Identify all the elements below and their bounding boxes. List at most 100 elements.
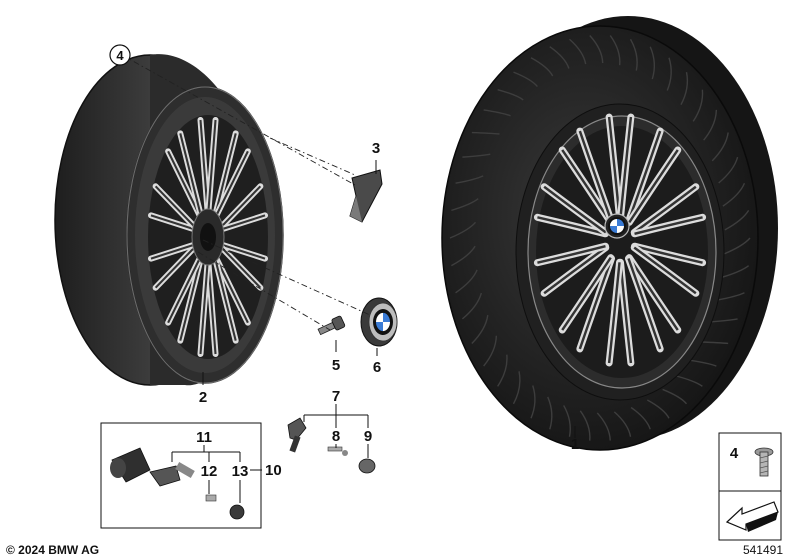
spoke-edge [219,185,262,229]
spoke-edge [207,119,217,212]
tread-groove [630,406,651,430]
tread-groove [646,399,670,419]
label-part-8: 8 [332,428,340,445]
spoke-edge [543,246,607,295]
tread-groove [483,335,498,367]
spoke-edge [537,245,606,264]
spoke-edge [634,216,703,235]
spoke-edge [607,262,621,364]
label-part-12: 12 [201,463,218,480]
balance-weight-part [349,169,383,223]
position-arrow-icon [725,501,779,532]
tread-groove [649,46,656,80]
tread-groove [530,385,536,419]
spoke-edge [219,243,266,260]
tread-groove [589,35,604,64]
bracket-lines [171,160,576,503]
spoke-edge [154,185,197,229]
tread-groove [709,318,738,323]
tread-groove [569,38,587,65]
label-part-5: 5 [332,357,340,374]
tread-groove [512,371,521,405]
tread-groove [700,341,729,345]
legend-box: 4 [718,432,782,541]
copyright-text: © 2024 BMW AG [6,543,99,557]
tread-groove [483,109,511,117]
tread-groove [718,156,739,184]
tread-groove [711,132,729,162]
label-part-9: 9 [364,428,372,445]
tread-groove [471,315,489,344]
spoke-edge [219,245,262,289]
label-part-4: 4 [116,48,124,63]
tread-groove [549,46,570,69]
spoke-edge [627,258,662,350]
tread-groove [455,175,484,184]
spoke-edge [219,214,266,231]
tread-groove [513,71,538,88]
assembly-lines [121,54,371,331]
rim-part [54,54,284,386]
tread-groove [703,109,718,141]
tread-groove [721,265,750,278]
spoke-edge [199,262,209,355]
tread-groove [613,411,632,437]
valve-parts [287,417,376,474]
tread-groove [497,354,508,387]
spoke-edge [167,257,202,324]
wheel-bolt-part [317,315,346,336]
spoke-edge [537,216,606,235]
tread-groove [666,57,672,91]
tread-groove [471,131,500,135]
tread-groove [449,221,477,239]
tread-groove [716,292,745,301]
hub-cap-part [360,297,398,347]
complete-wheel [441,16,778,451]
spoke-edge [179,133,202,216]
tread-groove [724,209,750,231]
legend-part-label: 4 [730,445,739,462]
spoke-edge [628,149,679,224]
tread-groove [692,89,704,122]
tread-groove [455,269,478,294]
label-part-2: 2 [199,389,207,406]
part-4-callout [109,44,131,66]
tread-groove [451,245,476,267]
label-part-11: 11 [196,429,212,446]
tread-groove [609,35,621,66]
tread-groove [662,388,688,405]
spoke-edge [561,256,612,331]
label-part-7: 7 [332,388,340,405]
tread-groove [497,88,524,101]
tread-groove [563,405,571,437]
spoke-edge [150,214,197,231]
tread-groove [596,412,611,441]
bmw-logo-icon [608,217,626,235]
tread-groove [676,375,703,387]
tread-groove [461,292,483,320]
bmw-logo-icon [373,309,393,335]
spoke-edge [543,185,607,234]
spoke-edge [154,245,197,289]
tpms-sensor-box [100,422,262,529]
tread-groove [530,57,554,77]
tread-groove [722,182,746,207]
tread-groove [629,38,638,71]
tread-groove [724,237,751,255]
diagram-number: 541491 [743,543,783,557]
tread-groove [680,72,689,106]
label-part-3: 3 [372,140,380,157]
label-part-13: 13 [232,463,249,480]
tread-groove [689,359,717,367]
spoke-edge [214,150,249,217]
label-part-1: 1 [571,436,579,453]
spoke-edge [633,246,697,295]
spoke-edge [578,130,613,222]
tread-groove [579,410,591,441]
spoke-edge [214,258,237,341]
screw-icon [754,447,774,477]
spoke-edge [634,245,703,264]
tread-groove [462,153,491,158]
spoke-edge [150,243,197,260]
